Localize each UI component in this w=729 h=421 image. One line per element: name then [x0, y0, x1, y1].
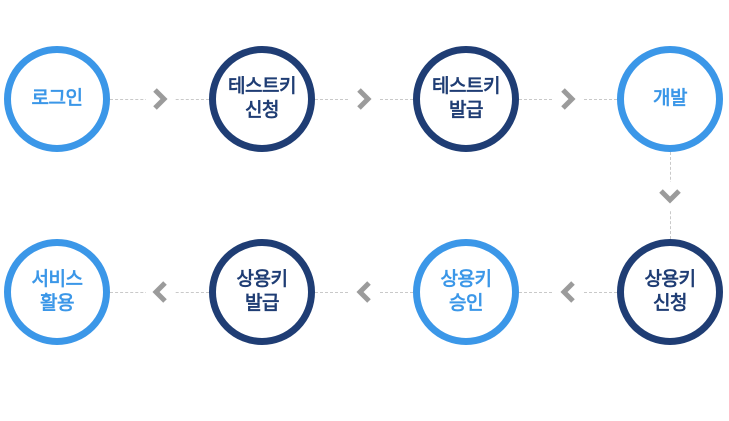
step-label: 상용키 신청 — [644, 269, 696, 314]
step-prodkey-issue: 상용키 발급 — [209, 239, 315, 345]
connector-testkey-issue-to-develop — [519, 87, 617, 111]
step-prodkey-apply: 상용키 신청 — [617, 239, 723, 345]
step-label: 상용키 승인 — [440, 269, 492, 314]
step-testkey-issue: 테스트키 발급 — [413, 46, 519, 152]
arrow-left-icon — [554, 280, 582, 304]
step-label: 개발 — [653, 88, 687, 109]
step-service-use: 서비스 활용 — [4, 239, 110, 345]
arrow-right-icon — [145, 87, 174, 111]
connector-prodkey-issue-to-service-use — [110, 280, 209, 304]
step-label: 서비스 활용 — [31, 269, 83, 314]
step-login: 로그인 — [4, 46, 110, 152]
connector-prodkey-apply-to-approve — [519, 280, 617, 304]
arrow-right-icon — [554, 87, 582, 111]
connector-develop-to-prodkey-apply — [658, 152, 682, 239]
step-label: 테스트키 발급 — [432, 76, 500, 121]
step-label: 테스트키 신청 — [228, 76, 296, 121]
connector-testkey-apply-to-issue — [315, 87, 413, 111]
step-prodkey-approve: 상용키 승인 — [413, 239, 519, 345]
step-testkey-apply: 테스트키 신청 — [209, 46, 315, 152]
arrow-down-icon — [658, 181, 682, 210]
arrow-left-icon — [350, 280, 378, 304]
step-label: 로그인 — [31, 88, 83, 109]
arrow-right-icon — [350, 87, 378, 111]
connector-login-to-testkey-apply — [110, 87, 209, 111]
arrow-left-icon — [145, 280, 174, 304]
step-label: 상용키 발급 — [236, 269, 288, 314]
step-develop: 개발 — [617, 46, 723, 152]
connector-prodkey-approve-to-issue — [315, 280, 413, 304]
